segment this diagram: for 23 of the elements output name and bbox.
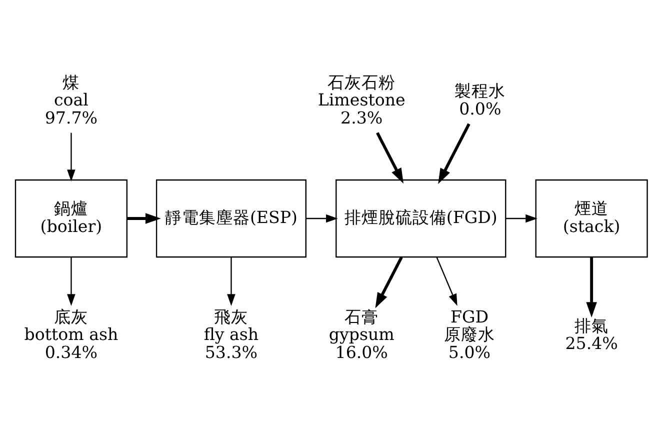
arrow (436, 257, 458, 306)
arrow (506, 214, 538, 223)
node-text: 石灰石粉 Limestone 2.3% (318, 72, 406, 128)
node-text: 石膏 gypsum 16.0% (328, 307, 394, 362)
node-text: 底灰 bottom ash 0.34% (24, 307, 118, 362)
node-text: 煤 coal 97.7% (44, 72, 98, 128)
arrow (375, 256, 403, 308)
arrow (306, 214, 338, 223)
arrow (227, 257, 236, 306)
node-text: 飛灰 fly ash 53.3% (204, 307, 259, 362)
arrow (67, 257, 76, 306)
node-text: 排氣 25.4% (565, 316, 618, 354)
arrow (586, 257, 597, 318)
arrow (438, 123, 470, 184)
node-text: FGD 原廢水 5.0% (444, 307, 495, 362)
node-text: 製程水 0.0% (454, 82, 506, 118)
node-box: 排煙脫硫設備(FGD) (336, 179, 506, 258)
arrow (67, 132, 76, 182)
node-box: 靜電集塵器(ESP) (156, 179, 306, 258)
node-box: 煙道 (stack) (535, 179, 648, 258)
arrow (376, 132, 404, 184)
node-box: 鍋爐 (boiler) (14, 179, 128, 258)
arrow (127, 213, 161, 224)
